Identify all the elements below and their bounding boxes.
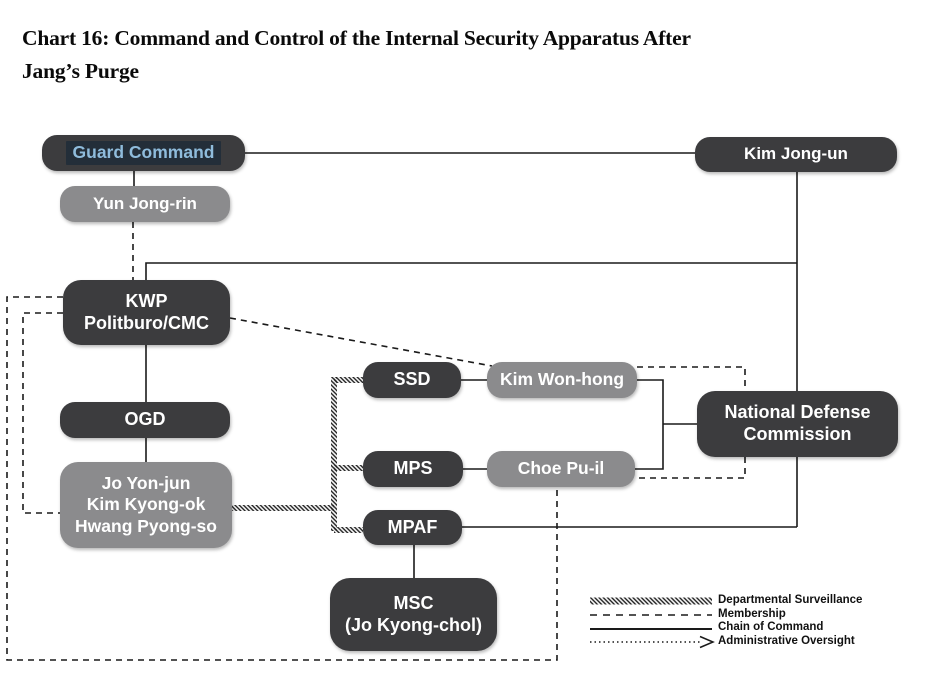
node-ogd: OGD (60, 402, 230, 438)
legend-label-chain-of-command: Chain of Command (718, 621, 824, 634)
legend-swatches (590, 597, 715, 649)
node-label: MPS (393, 458, 433, 479)
node-kwp-politburo-cmc: KWP Politburo/CMC (63, 280, 230, 345)
node-ogd-officials: Jo Yon-jun Kim Kyong-ok Hwang Pyong-so (60, 462, 232, 548)
legend-arrowhead-icon (699, 635, 715, 649)
edge-kwp-to-kwh-membership (229, 317, 493, 367)
node-yun-jong-rin: Yun Jong-rin (60, 186, 230, 222)
legend: Departmental Surveillance Membership Cha… (718, 594, 918, 649)
edge-kwp-to-officials-membership (22, 312, 63, 514)
node-label: KWP (125, 290, 168, 311)
node-label: Commission (743, 424, 852, 444)
chart-title-line1: Chart 16: Command and Control of the Int… (22, 26, 691, 50)
node-msc: MSC (Jo Kyong-chol) (330, 578, 497, 651)
node-label: MSC (393, 592, 434, 613)
node-label: Yun Jong-rin (93, 193, 197, 213)
legend-label-departmental-surveillance: Departmental Surveillance (718, 594, 863, 606)
chart-title-line2: Jang’s Purge (22, 59, 139, 84)
hatched-edges (232, 377, 363, 533)
node-label: Politburo/CMC (84, 312, 209, 333)
node-ssd: SSD (363, 362, 461, 398)
node-mps: MPS (363, 451, 463, 487)
node-kim-won-hong: Kim Won-hong (487, 362, 637, 398)
node-label: Choe Pu-il (517, 458, 605, 479)
legend-label-administrative-oversight: Administrative Oversight (718, 635, 855, 648)
node-guard-command: Guard Command (42, 135, 245, 171)
edge-kwp-to-cpi-membership-loop (6, 296, 558, 661)
node-label: (Jo Kyong-chol) (345, 614, 482, 635)
node-national-defense-commission: National Defense Commission (697, 391, 898, 457)
node-label: OGD (124, 409, 166, 430)
node-label: National Defense (724, 402, 871, 423)
solid-edges (133, 152, 798, 578)
node-label: Kim Kyong-ok (86, 494, 206, 515)
node-label: SSD (393, 369, 431, 390)
node-label: Kim Won-hong (499, 369, 625, 390)
node-kim-jong-un: Kim Jong-un (695, 137, 897, 172)
node-label: MPAF (387, 516, 438, 537)
legend-label-membership: Membership (718, 607, 786, 620)
node-label: Guard Command (65, 141, 222, 165)
node-label: Kim Jong-un (744, 144, 848, 164)
edge-kwh-cpi-bracket (635, 379, 664, 470)
dashed-edges (6, 222, 746, 661)
node-choe-pu-il: Choe Pu-il (487, 451, 635, 487)
node-label: Jo Yon-jun (101, 472, 191, 493)
chart-title: Chart 16: Command and Control of the Int… (22, 22, 882, 89)
node-label: Hwang Pyong-so (75, 515, 217, 536)
node-mpaf: MPAF (363, 510, 462, 545)
edge-kju-to-kwp (145, 262, 797, 280)
